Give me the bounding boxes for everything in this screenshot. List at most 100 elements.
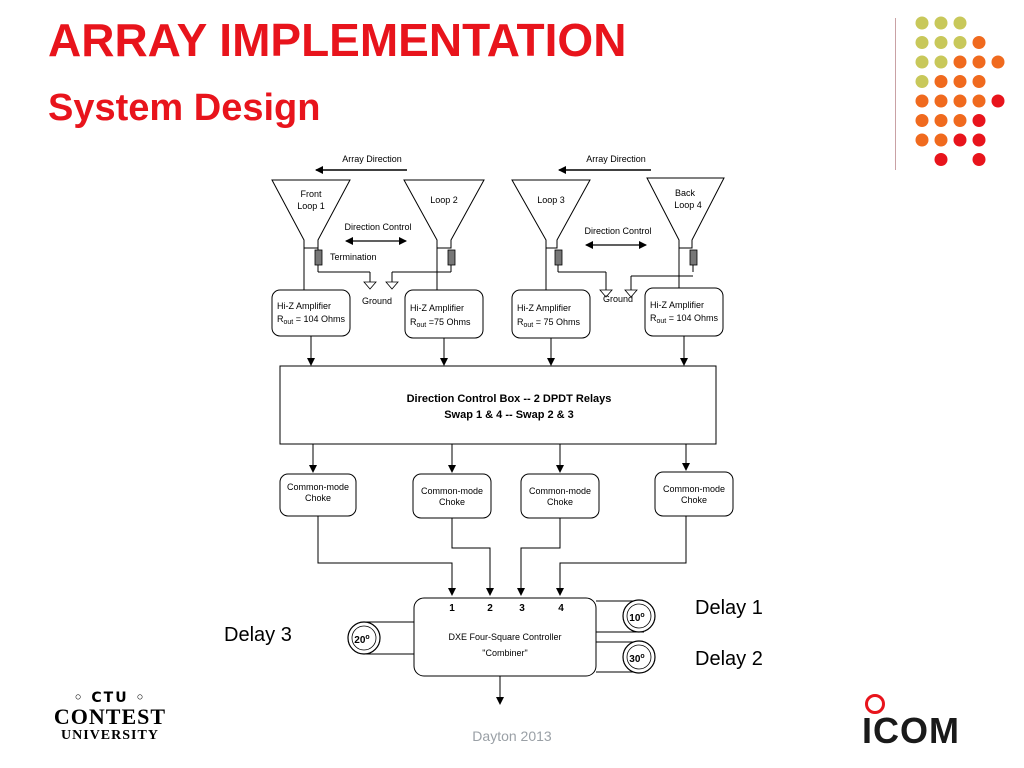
- box-to-choke-connectors: [309, 444, 690, 473]
- amp-to-box-connectors: [307, 336, 688, 366]
- decorative-dot: [953, 114, 967, 127]
- ground-left-label: Ground: [362, 296, 392, 306]
- decorative-dot: [953, 75, 967, 88]
- decorative-dot: [972, 55, 986, 69]
- choke-2-line2: Choke: [439, 497, 465, 507]
- choke-3-line2: Choke: [547, 497, 573, 507]
- decorative-dot: [915, 133, 929, 147]
- decorative-dot: [953, 36, 967, 49]
- decorative-dot: [953, 133, 967, 147]
- amplifier-2-title: Hi-Z Amplifier: [410, 303, 464, 313]
- amplifier-1-rout: Rout = 104 Ohms: [277, 314, 346, 326]
- amplifier-4: Hi-Z Amplifier Rout = 104 Ohms: [644, 287, 724, 337]
- decorative-dot: [934, 114, 948, 127]
- loop-antenna-3: Loop 3: [511, 179, 591, 290]
- icom-ring-icon: [865, 694, 885, 714]
- delay-1-label: Delay 1: [695, 597, 763, 619]
- decorative-dot: [934, 133, 948, 147]
- amplifier-3: Hi-Z Amplifier Rout = 75 Ohms: [511, 289, 591, 339]
- amplifier-2-rout: Rout =75 Ohms: [410, 317, 471, 329]
- decorative-dot: [953, 94, 967, 108]
- delay-coil-30: 30o: [622, 640, 656, 674]
- amplifier-2: Hi-Z Amplifier Rout =75 Ohms: [404, 289, 484, 339]
- array-direction-right: Array Direction: [558, 154, 651, 174]
- amplifier-1: Hi-Z Amplifier Rout = 104 Ohms: [271, 289, 351, 337]
- direction-control-left: Direction Control: [344, 222, 412, 245]
- choke-4: Common-mode Choke: [654, 471, 734, 517]
- direction-control-right-label: Direction Control: [584, 226, 651, 236]
- decorative-dot: [991, 94, 1005, 108]
- icom-wordmark: ICOM: [862, 710, 960, 751]
- decorative-dot: [972, 153, 986, 166]
- delay-3-label: Delay 3: [224, 624, 292, 646]
- loop-4-label-line2: Loop 4: [674, 200, 702, 210]
- decorative-dot: [915, 16, 929, 30]
- choke-2-line1: Common-mode: [421, 486, 483, 496]
- decorative-dot-grid: [915, 16, 1005, 166]
- icom-logo: ICOM: [862, 694, 982, 754]
- direction-control-right: Direction Control: [584, 226, 652, 249]
- decorative-divider: [895, 18, 896, 170]
- logo-contest-text: CONTEST: [53, 704, 167, 729]
- array-direction-left: Array Direction: [315, 154, 407, 174]
- choke-1: Common-mode Choke: [279, 473, 357, 517]
- controller-label-line1: DXE Four-Square Controller: [448, 632, 561, 642]
- decorative-dot: [972, 36, 986, 49]
- choke-3: Common-mode Choke: [520, 473, 600, 519]
- delay-coil-10: 10o: [622, 599, 656, 633]
- decorative-dot: [915, 114, 929, 127]
- amplifier-3-title: Hi-Z Amplifier: [517, 303, 571, 313]
- loop-1-label-line2: Loop 1: [297, 201, 325, 211]
- choke-3-line1: Common-mode: [529, 486, 591, 496]
- contest-university-logo: ◦ CTU ◦ CONTEST UNIVERSITY: [50, 690, 170, 744]
- logo-university-text: UNIVERSITY: [61, 728, 159, 743]
- control-box-line2: Swap 1 & 4 -- Swap 2 & 3: [444, 409, 574, 421]
- loop-3-label: Loop 3: [537, 195, 565, 205]
- delay-coil-30-value: 30o: [629, 653, 644, 665]
- termination-resistor-2: [447, 249, 456, 266]
- termination-resistor-4: [689, 249, 698, 266]
- decorative-dot: [915, 55, 929, 69]
- array-direction-right-label: Array Direction: [586, 154, 646, 164]
- amplifier-1-title: Hi-Z Amplifier: [277, 301, 331, 311]
- termination-resistor-3: [554, 249, 563, 266]
- ground-left: Ground: [318, 271, 451, 306]
- decorative-dot: [915, 94, 929, 108]
- choke-to-controller-connectors: [317, 516, 687, 596]
- ctu-mark: ◦ CTU ◦: [73, 690, 147, 706]
- port-1-label: 1: [449, 603, 455, 614]
- decorative-dot: [972, 75, 986, 88]
- decorative-dot: [934, 153, 948, 166]
- slide-subtitle: System Design: [48, 87, 321, 129]
- delay-2-label: Delay 2: [695, 648, 763, 670]
- decorative-dot: [953, 55, 967, 69]
- decorative-dot: [972, 94, 986, 108]
- decorative-dot: [915, 36, 929, 49]
- four-square-controller: 1 2 3 4 DXE Four-Square Controller "Comb…: [413, 597, 597, 677]
- loop-antenna-2: Loop 2: [403, 179, 485, 290]
- loop-antenna-1: Front Loop 1: [271, 179, 351, 290]
- amplifier-3-rout: Rout = 75 Ohms: [517, 317, 581, 329]
- port-3-label: 3: [519, 603, 525, 614]
- delay-coil-20-value: 20o: [354, 634, 369, 646]
- direction-control-left-label: Direction Control: [344, 222, 411, 232]
- decorative-dot: [991, 55, 1005, 69]
- controller-label-line2: "Combiner": [482, 648, 527, 658]
- port-4-label: 4: [558, 603, 564, 614]
- decorative-dot: [934, 36, 948, 49]
- amplifier-4-rout: Rout = 104 Ohms: [650, 313, 719, 325]
- loop-2-label: Loop 2: [430, 195, 458, 205]
- footer-text: Dayton 2013: [472, 728, 552, 744]
- decorative-dot: [934, 55, 948, 69]
- loop-antenna-4: Back Loop 4: [646, 177, 725, 290]
- decorative-dot: [934, 94, 948, 108]
- decorative-dot: [934, 16, 948, 30]
- delay-coil-20: 20o: [347, 621, 381, 655]
- choke-4-line2: Choke: [681, 495, 707, 505]
- slide-title: ARRAY IMPLEMENTATION: [48, 14, 627, 66]
- loop-4-label-line1: Back: [675, 188, 696, 198]
- choke-4-line1: Common-mode: [663, 484, 725, 494]
- termination-label: Termination: [330, 252, 377, 262]
- decorative-dot: [972, 114, 986, 127]
- ground-right: Ground: [558, 271, 693, 304]
